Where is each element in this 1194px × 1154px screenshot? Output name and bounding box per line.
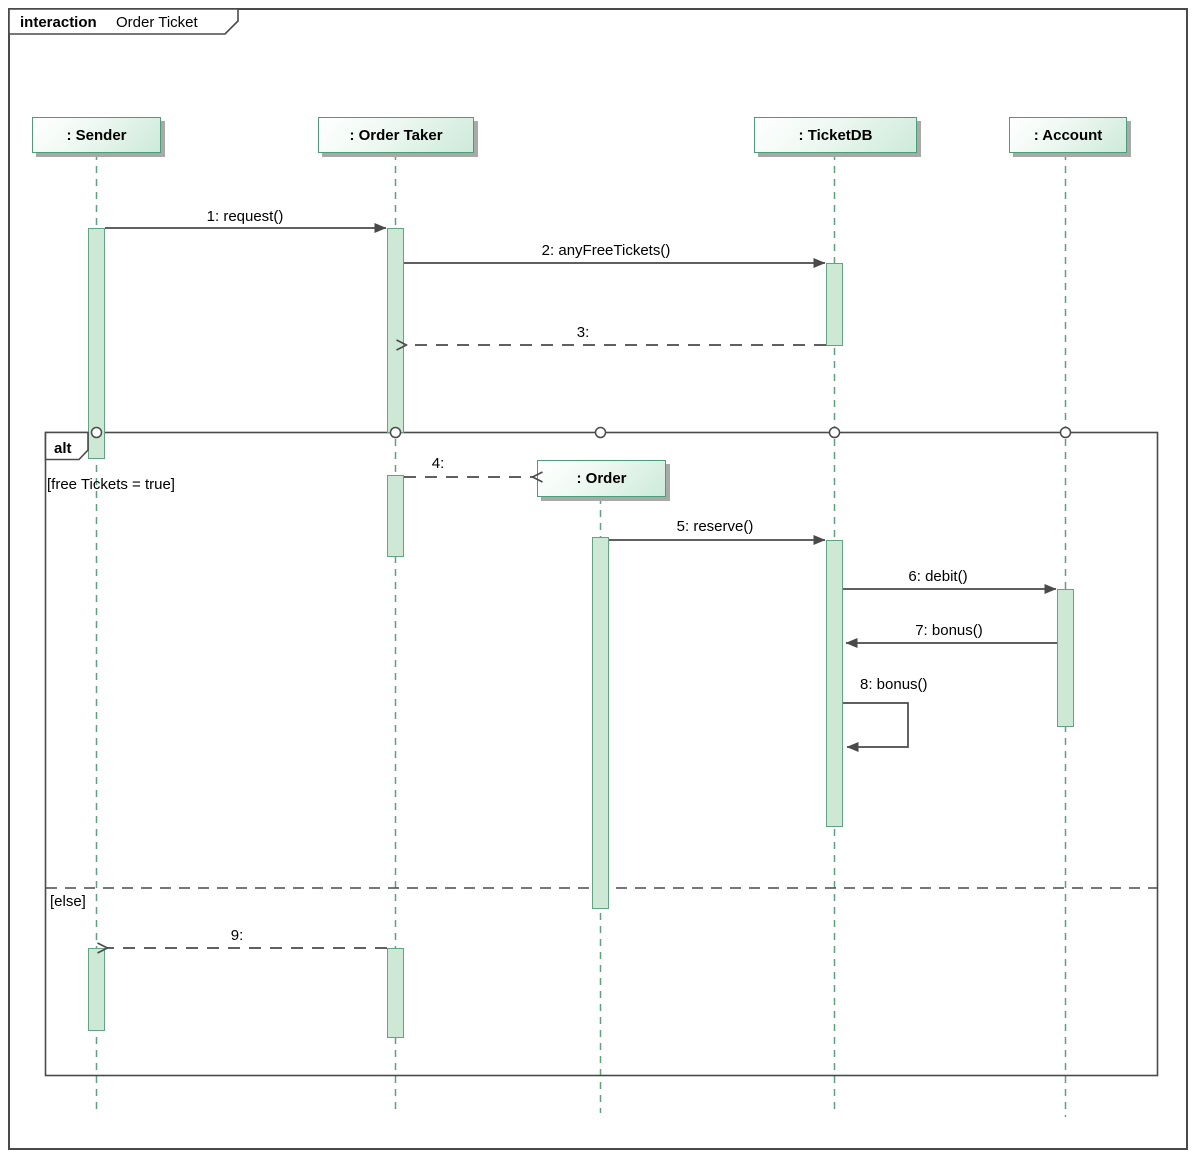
lifeline-label-order: : Order xyxy=(576,470,627,487)
fragment-gate-circle-order xyxy=(594,426,607,439)
activation-ticketdb-1[interactable] xyxy=(826,263,843,346)
fragment-gate-circle-order-taker xyxy=(389,426,402,439)
activation-sender-1[interactable] xyxy=(88,228,105,459)
lifeline-label-account: : Account xyxy=(1033,126,1103,144)
frame-title-tab xyxy=(8,8,239,35)
lifeline-label-ticketdb: : TicketDB xyxy=(798,126,873,144)
message-8-label: 8: bonus() xyxy=(860,676,928,693)
activation-ticketdb-2[interactable] xyxy=(826,540,843,827)
activation-sender-2[interactable] xyxy=(88,948,105,1031)
alt-guard-else: [else] xyxy=(50,893,86,910)
message-9-label: 9: xyxy=(231,927,244,944)
lifeline-head-account[interactable]: : Account xyxy=(1009,117,1127,153)
diagram-frame xyxy=(8,8,1188,1150)
message-6-label: 6: debit() xyxy=(908,568,967,585)
lifeline-label-sender: : Sender xyxy=(66,126,127,144)
lifeline-head-order-taker[interactable]: : Order Taker xyxy=(318,117,474,153)
message-1-label: 1: request() xyxy=(207,208,284,225)
frame-keyword: interaction xyxy=(20,14,97,31)
frame-name: Order Ticket xyxy=(116,14,199,31)
fragment-gate-circle-account xyxy=(1059,426,1072,439)
activation-order-taker-2[interactable] xyxy=(387,475,404,557)
lifeline-label-order-taker: : Order Taker xyxy=(349,126,443,144)
lifeline-head-sender[interactable]: : Sender xyxy=(32,117,161,153)
message-3-label: 3: xyxy=(577,324,590,341)
alt-guard-true: [free Tickets = true] xyxy=(47,476,175,493)
activation-order-1[interactable] xyxy=(592,537,609,909)
fragment-gate-circle-ticketdb xyxy=(828,426,841,439)
created-object-order[interactable]: : Order xyxy=(537,460,666,497)
fragment-gate-circle-sender xyxy=(90,426,103,439)
activation-order-taker-3[interactable] xyxy=(387,948,404,1038)
message-8-line[interactable] xyxy=(843,702,909,752)
lifeline-head-ticketdb[interactable]: : TicketDB xyxy=(754,117,917,153)
alt-operator-label: alt xyxy=(54,440,72,457)
message-7-label: 7: bonus() xyxy=(915,622,983,639)
message-4-label: 4: xyxy=(432,455,445,472)
activation-account-1[interactable] xyxy=(1057,589,1074,727)
alt-operator-pentagon xyxy=(44,431,89,461)
message-5-label: 5: reserve() xyxy=(677,518,754,535)
message-2-label: 2: anyFreeTickets() xyxy=(542,242,671,259)
